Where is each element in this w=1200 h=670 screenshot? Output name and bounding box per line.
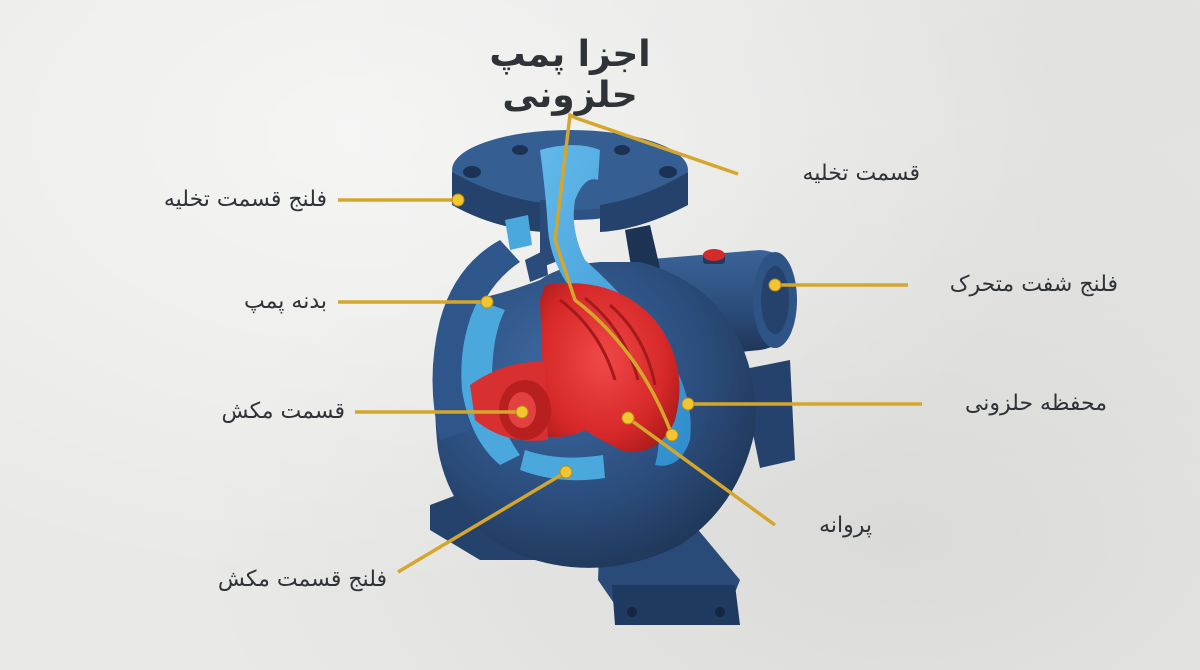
label-suction-part: قسمت مکش [221, 399, 345, 424]
dot-volute-casing [681, 397, 695, 411]
leader-impeller [626, 416, 777, 527]
label-pump-body: بدنه پمپ [243, 289, 327, 314]
label-discharge-part: قسمت تخلیه [802, 161, 921, 186]
label-discharge-flange: فلنج قسمت تخلیه [163, 187, 327, 212]
label-volute-casing: محفظه حلزونی [964, 391, 1107, 416]
label-impeller: پروانه [819, 513, 872, 538]
dot-shaft-flange [768, 278, 782, 292]
dot-pump-body [480, 295, 494, 309]
impeller-shape [470, 283, 680, 453]
dot-discharge-part [665, 428, 679, 442]
dot-suction-part [515, 405, 529, 419]
label-suction-flange: فلنج قسمت مکش [217, 567, 387, 592]
dot-impeller [621, 411, 635, 425]
label-shaft-flange: فلنج شفت متحرک [949, 272, 1118, 297]
diagram-title: اجزا پمپ حلزونی [489, 34, 651, 116]
dot-discharge-flange [451, 193, 465, 207]
leader-lines [338, 112, 922, 574]
leader-suction-flange [397, 470, 567, 574]
oil-plug-icon [703, 249, 725, 261]
leader-discharge-part [553, 112, 739, 436]
dot-suction-flange [559, 465, 573, 479]
leader-dots [451, 193, 782, 479]
